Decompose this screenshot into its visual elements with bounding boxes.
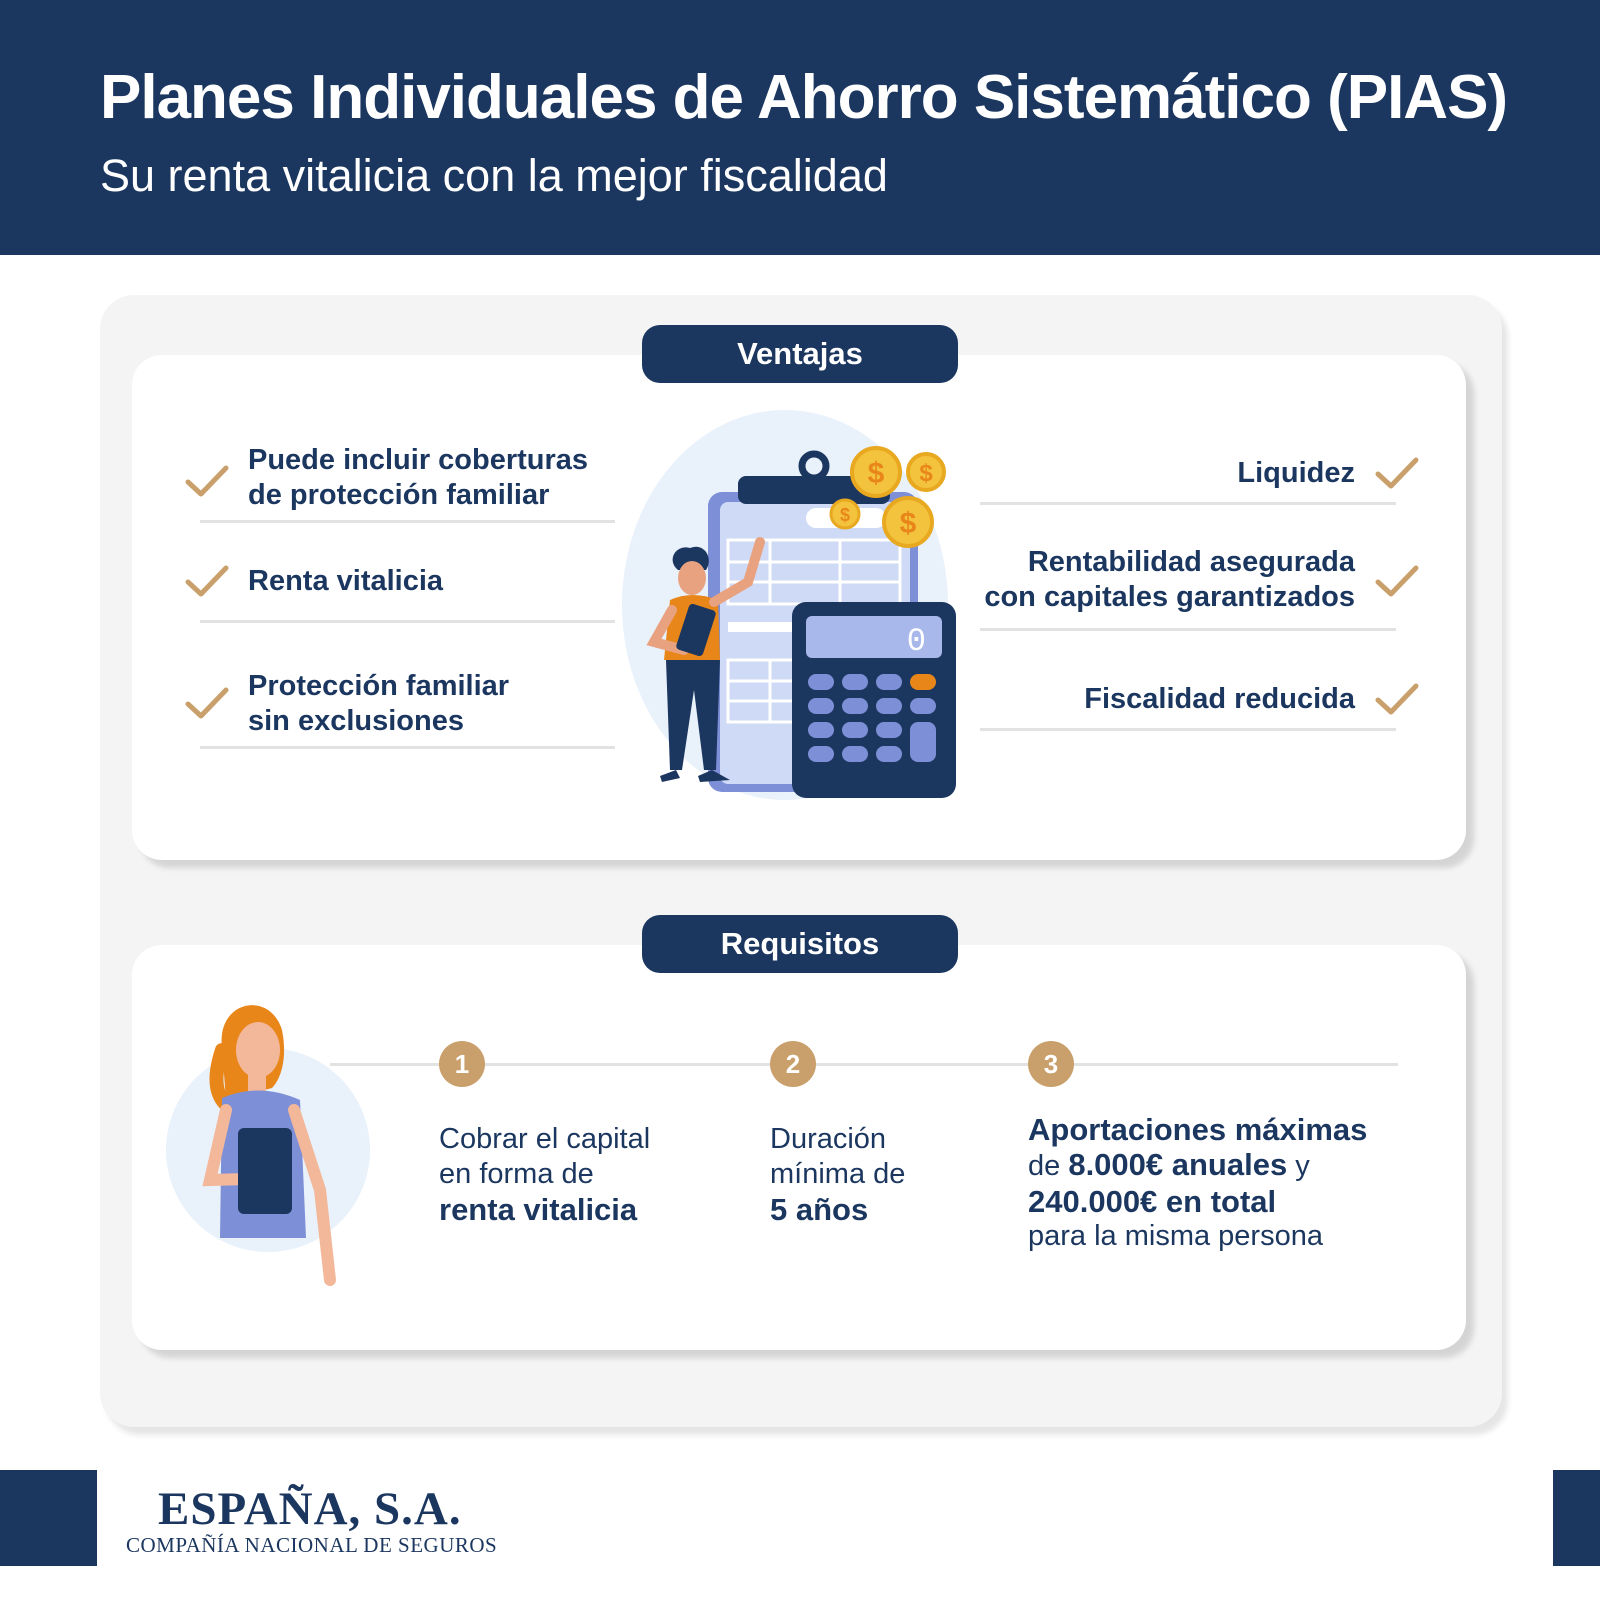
advantage-proteccion-familiar: Protección familiar sin exclusiones: [248, 669, 509, 739]
step-line-suffix: y: [1287, 1150, 1310, 1182]
divider: [980, 728, 1396, 731]
check-icon: [185, 465, 229, 497]
check-icon: [185, 565, 229, 597]
page-subtitle: Su renta vitalicia con la mejor fiscalid…: [100, 150, 888, 201]
step-number-1: 1: [439, 1041, 485, 1087]
step-highlight: renta vitalicia: [439, 1192, 638, 1227]
check-icon: [1375, 457, 1419, 489]
step-number-3: 3: [1028, 1041, 1074, 1087]
step-highlight: 8.000€ anuales: [1068, 1147, 1288, 1182]
advantage-line: Protección familiar: [248, 670, 510, 702]
page-title: Planes Individuales de Ahorro Sistemátic…: [100, 63, 1508, 132]
advantage-rentabilidad: Rentabilidad asegurada con capitales gar…: [984, 545, 1355, 615]
advantage-line: Rentabilidad asegurada: [1027, 546, 1355, 578]
requisitos-label: Requisitos: [642, 915, 958, 973]
coin-icon: $ $ $ $: [829, 446, 946, 548]
step-line: Duración: [770, 1123, 887, 1155]
advantage-line: Fiscalidad reducida: [1084, 683, 1355, 715]
calculator-display: 0: [907, 623, 926, 660]
advantage-line: sin exclusiones: [248, 705, 464, 737]
step-line-prefix: de: [1028, 1150, 1069, 1182]
check-icon: [1375, 565, 1419, 597]
step-highlight: 5 años: [770, 1192, 869, 1227]
advantage-line: de protección familiar: [248, 479, 550, 511]
advantage-line: con capitales garantizados: [984, 581, 1355, 613]
company-logo-tagline: COMPAÑÍA NACIONAL DE SEGUROS: [126, 1533, 498, 1557]
step-3-text: Aportaciones máximas de 8.000€ anuales y…: [1028, 1112, 1367, 1254]
advantage-line: Liquidez: [1237, 457, 1355, 489]
advantage-liquidez: Liquidez: [1237, 456, 1355, 491]
advantage-renta-vitalicia: Renta vitalicia: [248, 564, 443, 599]
calculator-icon: 0: [792, 602, 956, 798]
svg-text:$: $: [900, 507, 917, 540]
step-line: para la misma persona: [1028, 1220, 1323, 1252]
divider: [200, 520, 615, 523]
step-line: Cobrar el capital: [439, 1123, 651, 1155]
step-highlight: 240.000€ en total: [1028, 1184, 1277, 1219]
divider: [200, 746, 615, 749]
footer-block-left: [0, 1470, 97, 1566]
svg-text:$: $: [919, 460, 933, 487]
step-number-2: 2: [770, 1041, 816, 1087]
header-banner: Planes Individuales de Ahorro Sistemátic…: [0, 0, 1600, 255]
woman-illustration: [166, 1005, 370, 1286]
advantage-fiscalidad: Fiscalidad reducida: [1084, 682, 1355, 717]
advantage-line: Renta vitalicia: [248, 565, 444, 597]
svg-text:$: $: [840, 505, 850, 525]
ventajas-label: Ventajas: [642, 325, 958, 383]
company-logo-name: ESPAÑA, S.A.: [158, 1483, 462, 1535]
divider: [200, 620, 615, 623]
step-line: en forma de: [439, 1158, 594, 1190]
divider: [980, 502, 1396, 505]
check-icon: [185, 687, 229, 719]
svg-text:$: $: [868, 457, 885, 490]
step-line: de 8.000€ anuales y: [1028, 1147, 1367, 1184]
advantage-coberturas: Puede incluir coberturas de protección f…: [248, 443, 588, 513]
check-icon: [1375, 683, 1419, 715]
finance-illustration: 0 $ $ $ $: [622, 410, 956, 800]
advantage-line: Puede incluir coberturas: [248, 444, 589, 476]
step-line: mínima de: [770, 1158, 906, 1190]
step-highlight: Aportaciones máximas: [1028, 1112, 1368, 1147]
person-illustration: [646, 537, 765, 782]
steps-timeline: [330, 1063, 1398, 1066]
step-2-text: Duración mínima de 5 años: [770, 1122, 905, 1227]
step-1-text: Cobrar el capital en forma de renta vita…: [439, 1122, 650, 1227]
divider: [980, 628, 1396, 631]
footer-block-right: [1553, 1470, 1600, 1566]
